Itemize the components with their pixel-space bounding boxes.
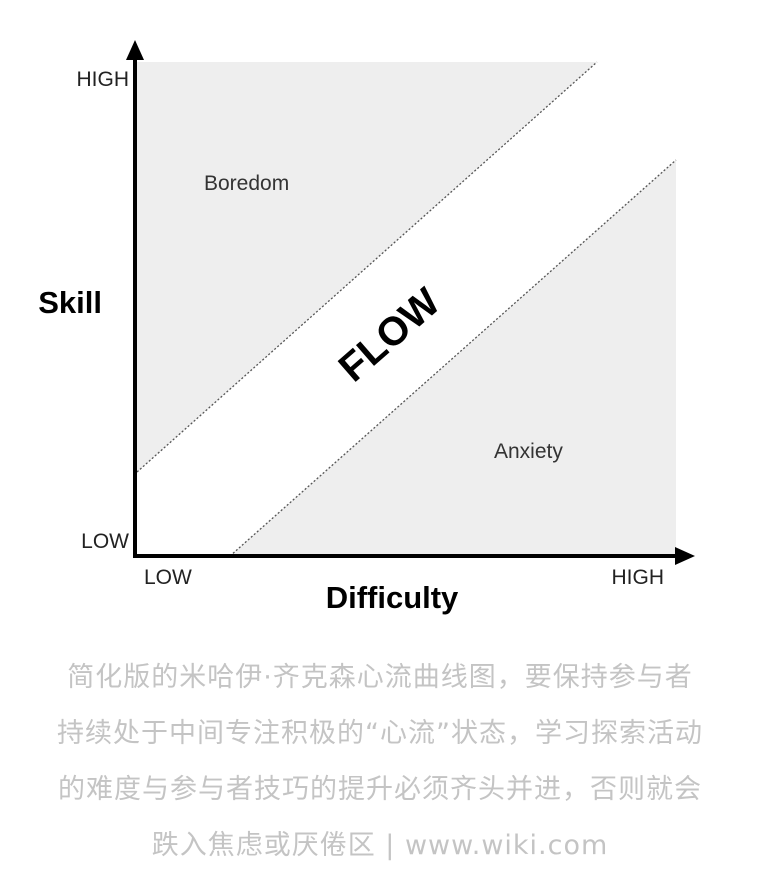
x-axis-low-label: LOW (144, 566, 192, 589)
caption-line-1: 简化版的米哈伊·齐克森心流曲线图，要保持参与者 (67, 662, 693, 693)
anxiety-boundary-line (229, 159, 677, 557)
y-axis-high-label: HIGH (77, 68, 130, 91)
anxiety-label: Anxiety (494, 440, 563, 463)
caption: 简化版的米哈伊·齐克森心流曲线图，要保持参与者 持续处于中间专注积极的“心流”状… (0, 650, 760, 874)
y-axis-low-label: LOW (81, 530, 129, 553)
caption-line-3: 的难度与参与者技巧的提升必须齐头并进，否则就会 (58, 774, 702, 805)
caption-line-2: 持续处于中间专注积极的“心流”状态，学习探索活动 (57, 718, 703, 749)
y-axis-arrowhead (126, 40, 144, 60)
flow-diagram: HIGH LOW LOW HIGH Skill Difficulty Bored… (38, 40, 695, 615)
flow-label: FLOW (331, 280, 449, 391)
boredom-label: Boredom (204, 172, 289, 195)
boredom-boundary-line (136, 61, 598, 473)
caption-line-4: 跌入焦虑或厌倦区 | www.wiki.com (151, 830, 609, 861)
x-axis-high-label: HIGH (612, 566, 665, 589)
y-axis-title: Skill (38, 285, 102, 320)
x-axis-arrowhead (675, 547, 695, 565)
x-axis-title: Difficulty (326, 580, 459, 615)
